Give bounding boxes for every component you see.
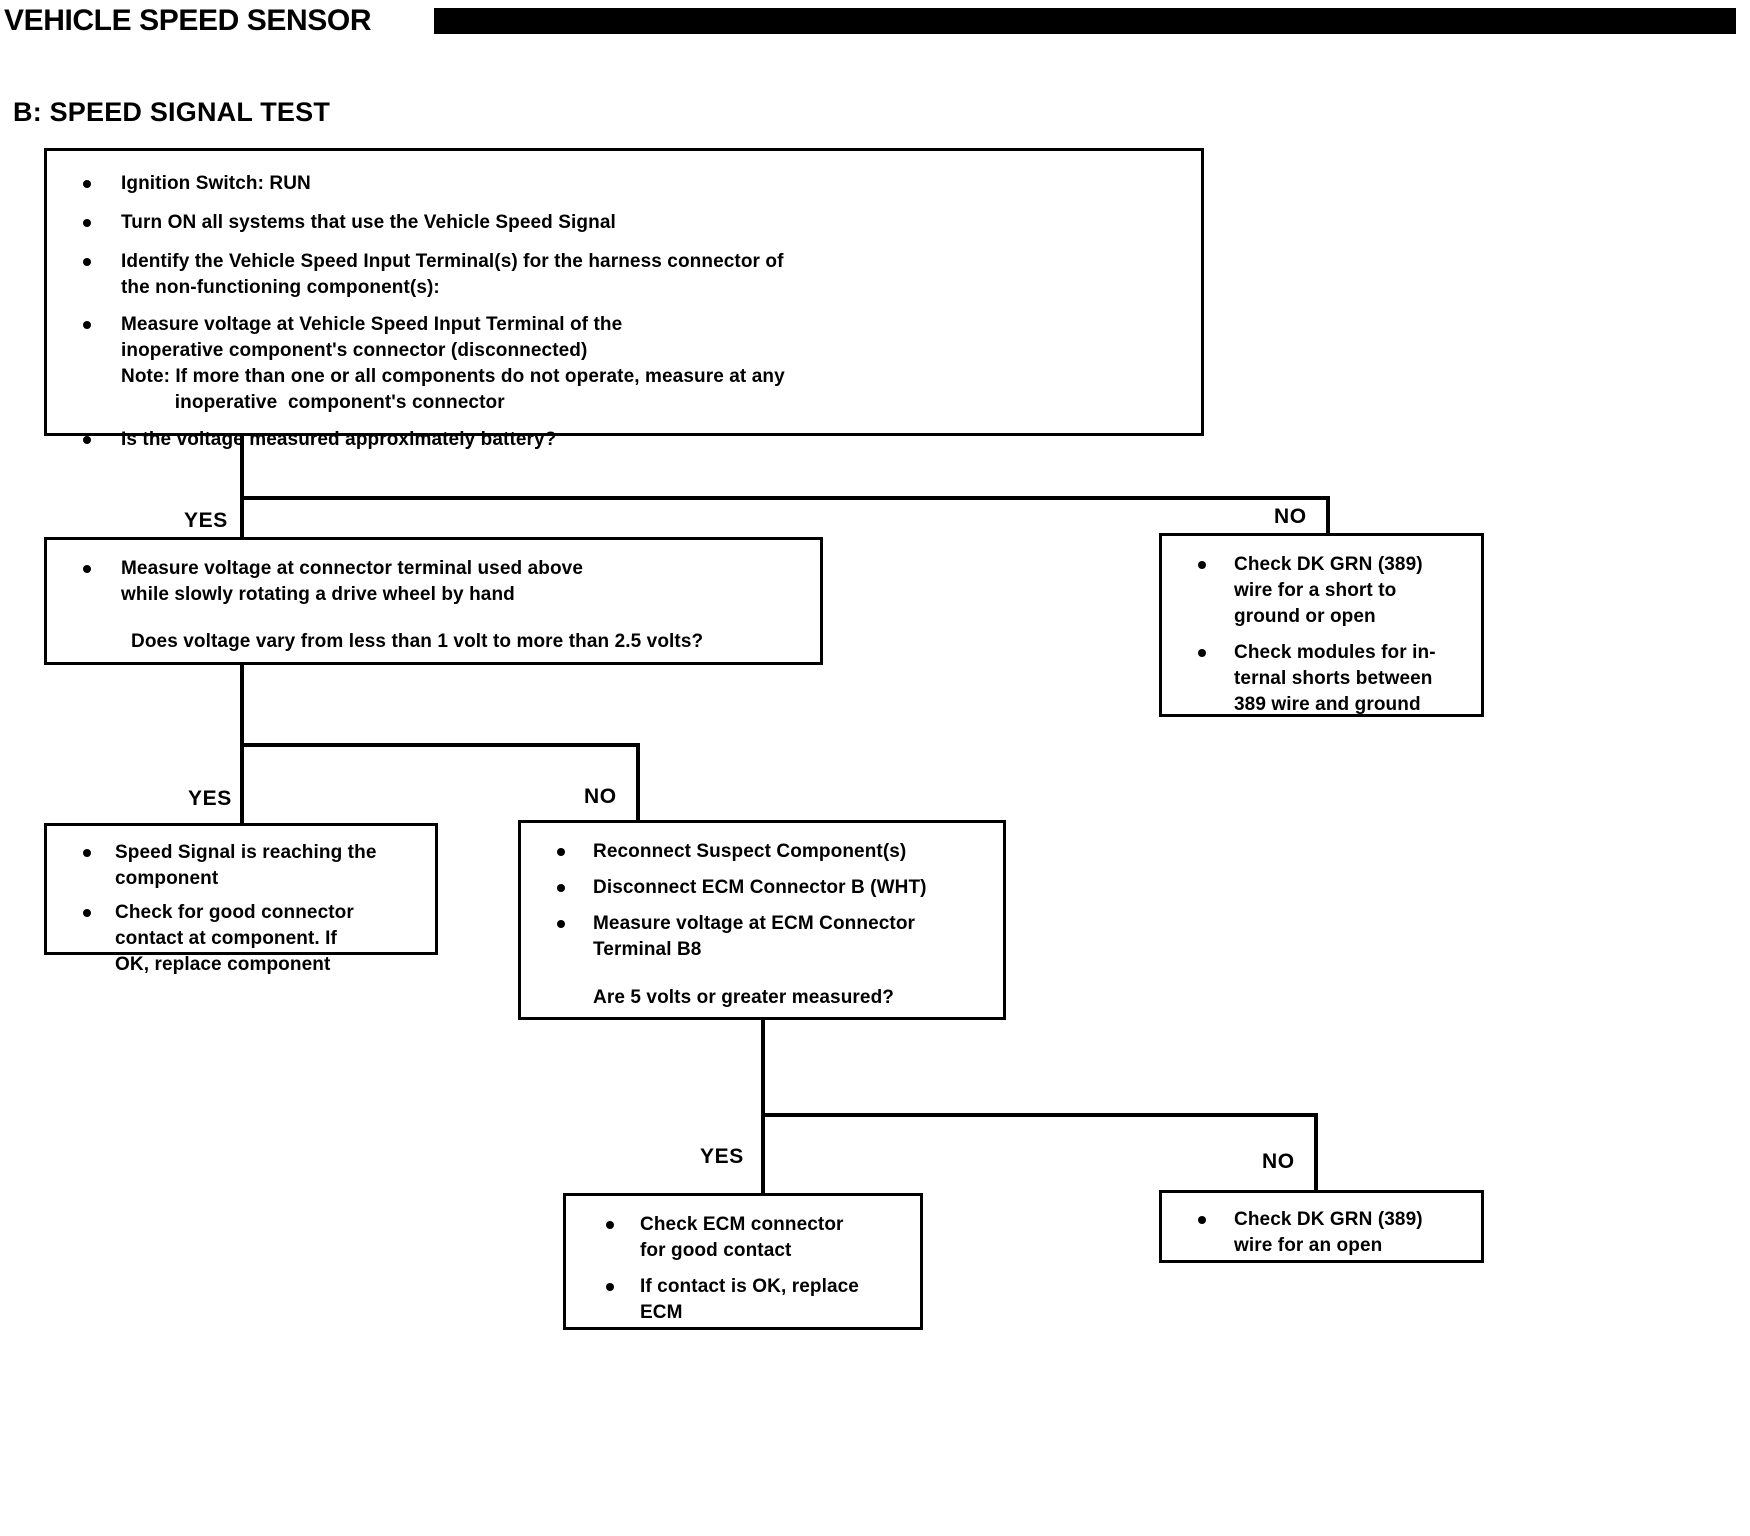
start-box: Ignition Switch: RUN Turn ON all systems… [44,148,1204,450]
page-title: VEHICLE SPEED SENSOR [4,4,372,37]
bullet-icon [1198,649,1206,657]
list-item: Reconnect Suspect Component(s) [537,839,995,865]
bullet-icon [83,321,91,329]
connector-line [240,496,1330,500]
branch-label-yes: YES [700,1145,744,1168]
list-item: Measure voltage at Vehicle Speed Input T… [65,312,1187,416]
connector-line [761,1020,765,1195]
connector-line [240,743,640,747]
list-item: Check modules for in- ternal shorts betw… [1178,640,1471,718]
list-item: Ignition Switch: RUN [65,171,1187,197]
list-item: Check for good connector contact at comp… [63,900,427,978]
bullet-icon [1198,561,1206,569]
bullet-icon [1198,1216,1206,1224]
list-item: If contact is OK, replace ECM [584,1274,912,1326]
question-text: Are 5 volts or greater measured? [593,987,894,1008]
list-item: Is the voltage measured approximately ba… [65,427,1187,453]
check-dkgrn-short-box: Check DK GRN (389) wire for a short to g… [1159,533,1484,717]
bullet-icon [83,258,91,266]
list-item: Measure voltage at connector terminal us… [65,556,810,608]
check-dkgrn-open-box: Check DK GRN (389) wire for an open [1159,1190,1484,1263]
branch-label-no: NO [1262,1150,1295,1173]
bullet-icon [83,909,91,917]
bullet-icon [83,180,91,188]
check-ecm-connector-box: Check ECM connector for good contact If … [563,1193,923,1330]
bullet-icon [557,848,565,856]
connector-line [1326,496,1330,538]
list-item: Identify the Vehicle Speed Input Termina… [65,249,1187,301]
list-item: Measure voltage at ECM Connector Termina… [537,911,995,963]
connector-line [1314,1113,1318,1193]
connector-line [240,436,244,538]
branch-label-yes: YES [188,787,232,810]
bullet-icon [83,219,91,227]
bullet-icon [606,1283,614,1291]
bullet-icon [557,884,565,892]
branch-label-yes: YES [184,509,228,532]
connector-line [761,1113,1318,1117]
list-item: Speed Signal is reaching the component [63,840,427,892]
list-item: Check ECM connector for good contact [584,1212,912,1264]
bullet-icon [83,849,91,857]
rotate-wheel-box: Measure voltage at connector terminal us… [44,537,823,665]
bullet-icon [83,565,91,573]
connector-line [636,743,640,823]
reconnect-ecm-box: Reconnect Suspect Component(s) Disconnec… [518,820,1006,1020]
speed-signal-reaching-box: Speed Signal is reaching the component C… [44,823,438,975]
list-item: Check DK GRN (389) wire for an open [1178,1207,1473,1259]
section-title: B: SPEED SIGNAL TEST [13,97,331,127]
question-text: Does voltage vary from less than 1 volt … [131,631,704,652]
list-item: Turn ON all systems that use the Vehicle… [65,210,1187,236]
list-item: Disconnect ECM Connector B (WHT) [537,875,995,901]
title-black-bar [434,8,1736,34]
branch-label-no: NO [584,785,617,808]
branch-label-no: NO [1274,505,1307,528]
bullet-icon [557,920,565,928]
list-item: Check DK GRN (389) wire for a short to g… [1178,552,1471,630]
bullet-icon [606,1221,614,1229]
bullet-icon [83,436,91,444]
